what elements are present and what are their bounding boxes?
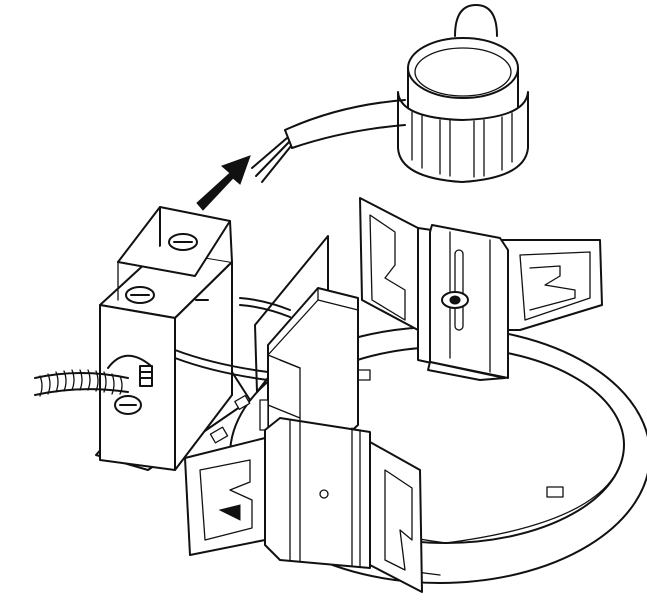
- clamp-screw-icon: [107, 354, 153, 387]
- knockout-icon: [114, 395, 142, 415]
- flexible-conduit: [34, 369, 129, 397]
- wire-leads: [251, 99, 406, 183]
- junction-box: [95, 206, 291, 471]
- direction-arrow: [196, 155, 251, 211]
- knockout-icon: [125, 286, 155, 304]
- knockout-icon: [168, 233, 198, 251]
- led-light-engine-module: [397, 4, 529, 183]
- wing-nut-icon: [441, 291, 469, 309]
- mounting-bracket: [184, 417, 423, 593]
- mounting-bracket: [359, 197, 603, 381]
